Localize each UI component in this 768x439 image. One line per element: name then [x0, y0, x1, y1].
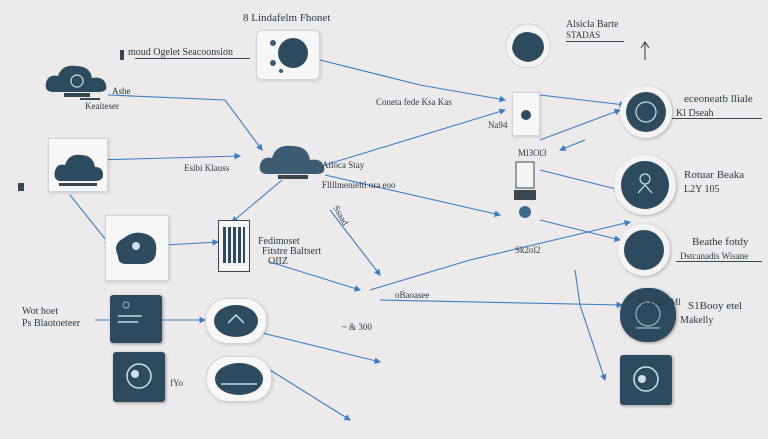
globe-icon [270, 38, 308, 73]
person-icon [633, 366, 659, 392]
terminal-tile [110, 295, 162, 343]
globe-icon [626, 92, 666, 132]
top-right-label-2: STADAS [566, 30, 601, 40]
globe-icon [505, 23, 551, 69]
server-card-top [256, 30, 320, 80]
hub-icon [635, 301, 661, 329]
left-cloud-label-1: Ashe [112, 86, 131, 96]
gear-device [510, 160, 540, 220]
right-3-label-2: Dstcanadis Wisane [680, 251, 749, 261]
center-script-label: Coneta fede Ksa Kas [376, 97, 452, 107]
link-line [329, 209, 381, 276]
cloud-node-left [42, 58, 112, 98]
right-node-4 [620, 288, 676, 342]
hub-node [205, 298, 267, 344]
bottom-label-1: ~ & 300 [342, 322, 372, 332]
cloud-icon [54, 154, 103, 186]
doc-label-1: Fedimoset [258, 236, 300, 247]
left-card-label: Esibi Klauss [184, 163, 230, 173]
right-node-5 [620, 355, 672, 405]
link-line [558, 139, 586, 152]
top-mid-label: moud Ogelet Seacoonsion [128, 47, 233, 58]
mid-right-label: S6/Mtalr Ml [636, 297, 681, 307]
link-line [319, 59, 507, 103]
shield-icon [116, 232, 157, 264]
right-2-label-2: L2Y 105 [684, 184, 720, 195]
bottom-label-2: fYo [170, 378, 184, 388]
arrow-note: oBaoasee [395, 290, 430, 300]
link-line [94, 152, 242, 161]
shield-card [105, 215, 169, 281]
gear-icon [514, 161, 536, 218]
person-icon [621, 161, 669, 209]
link-line [539, 108, 622, 141]
hub-icon [214, 305, 258, 337]
link-line [539, 94, 627, 108]
document-node [218, 220, 250, 272]
link-line [107, 94, 263, 151]
link-line [574, 269, 607, 382]
globe-node-top [500, 22, 556, 72]
phone-icon [521, 110, 531, 120]
right-node-1 [620, 86, 672, 138]
person-tile [113, 352, 165, 402]
center-num-label: Na94 [488, 120, 508, 130]
arrow-note: Ml3Ol3 [518, 148, 547, 158]
center-cloud-label: Ailoca Stay [322, 160, 365, 170]
top-right-label-1: Alsicla Barte [566, 19, 619, 30]
diagram-title: 8 Lindafelm Fhonet [243, 12, 331, 24]
right-2-label-1: Rotuar Beaka [684, 169, 745, 181]
monitor-icon [118, 301, 142, 323]
left-bottom-label-2: Ps Blaotoeteer [22, 318, 81, 329]
link-line [379, 299, 624, 309]
link-line [69, 194, 111, 246]
link-line [539, 169, 622, 192]
link-line [164, 239, 220, 246]
link-line [269, 261, 362, 292]
right-node-2 [614, 155, 676, 215]
arrow-note: Sk2ol2 [515, 245, 541, 255]
doc-label-3: OIIZ [268, 256, 288, 267]
right-node-3 [618, 224, 670, 276]
center-mid-label: Fllllmenieitl ora eoo [322, 180, 396, 190]
link-line [324, 108, 507, 166]
globe-icon [624, 230, 664, 270]
link-line [231, 179, 283, 223]
link-line [539, 219, 622, 242]
right-4-label-1: S1Booy etel [688, 300, 743, 312]
right-4-label-2: Makelly [680, 315, 714, 326]
router-node [206, 356, 272, 402]
left-cloud-label-2: Keaiteser [85, 101, 119, 111]
link-line [324, 174, 502, 217]
cloud-icon [45, 65, 107, 97]
link-line [249, 329, 382, 364]
right-3-label-1: Beathe fotdy [692, 236, 749, 248]
doc-label-2: Fitstre Baltsert [262, 246, 322, 257]
right-1-label-1: eceoneatb lliale [684, 93, 753, 105]
link-line [369, 220, 632, 291]
cloud-node-center [256, 138, 330, 182]
cloud-icon [259, 145, 325, 179]
left-bottom-label-1: Wot hoet [22, 306, 59, 317]
monitor-card-left [48, 138, 108, 192]
person-icon [126, 363, 152, 389]
right-1-label-2: Kl Dseah [676, 108, 714, 119]
phone-device [512, 92, 540, 136]
document-icon [223, 227, 245, 263]
link-line [269, 369, 351, 421]
router-icon [215, 363, 263, 395]
